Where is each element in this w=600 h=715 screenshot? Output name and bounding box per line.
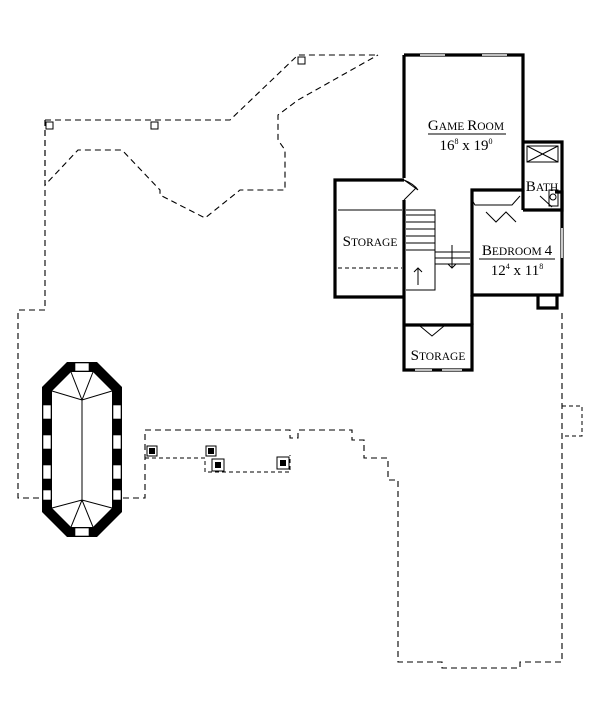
room-game-room: GAME ROOM 168 x 190 bbox=[428, 118, 506, 154]
roof-outline bbox=[17, 54, 583, 669]
svg-text:BEDROOM 4: BEDROOM 4 bbox=[482, 243, 553, 259]
column-4 bbox=[276, 456, 290, 470]
bath-fixtures bbox=[526, 145, 559, 207]
svg-text:168 x 190: 168 x 190 bbox=[440, 137, 493, 154]
room-bath: BATH bbox=[526, 179, 558, 195]
column-3 bbox=[211, 458, 225, 472]
columns bbox=[146, 445, 290, 472]
svg-text:GAME ROOM: GAME ROOM bbox=[428, 118, 504, 134]
room-storage-bottom: STORAGE bbox=[411, 348, 466, 364]
octagon-tower bbox=[42, 362, 122, 537]
svg-text:124 x 118: 124 x 118 bbox=[491, 262, 543, 279]
svg-text:STORAGE: STORAGE bbox=[343, 234, 398, 250]
column-1 bbox=[146, 445, 158, 457]
column-2 bbox=[205, 445, 217, 457]
windows bbox=[415, 54, 563, 371]
room-storage-left: STORAGE bbox=[343, 234, 398, 250]
svg-text:STORAGE: STORAGE bbox=[411, 348, 466, 364]
upper-floor bbox=[333, 53, 564, 372]
svg-text:BATH: BATH bbox=[526, 179, 558, 195]
room-bedroom-4: BEDROOM 4 124 x 118 bbox=[479, 243, 555, 279]
staircase bbox=[406, 209, 470, 291]
